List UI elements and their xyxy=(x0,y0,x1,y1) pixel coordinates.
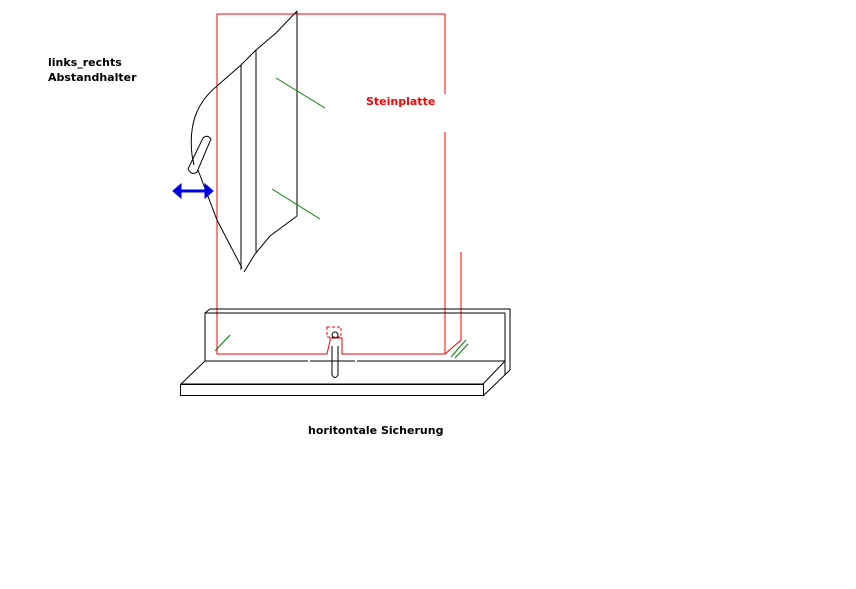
spacer-panel xyxy=(187,10,298,273)
lock-pin xyxy=(331,331,339,378)
spacer-label-line2: Abstandhalter xyxy=(48,71,137,84)
spacer-label-line1: links_rechts xyxy=(48,56,122,69)
marker-lines xyxy=(214,77,469,359)
base-rail xyxy=(179,308,511,397)
left-right-arrow-icon xyxy=(172,182,214,200)
stone-plate-label: Steinplatte xyxy=(366,95,436,108)
horizontal-lock-label: horitontale Sicherung xyxy=(308,424,444,437)
stone-plate-outline xyxy=(216,13,462,355)
spacer-pin xyxy=(187,135,212,174)
